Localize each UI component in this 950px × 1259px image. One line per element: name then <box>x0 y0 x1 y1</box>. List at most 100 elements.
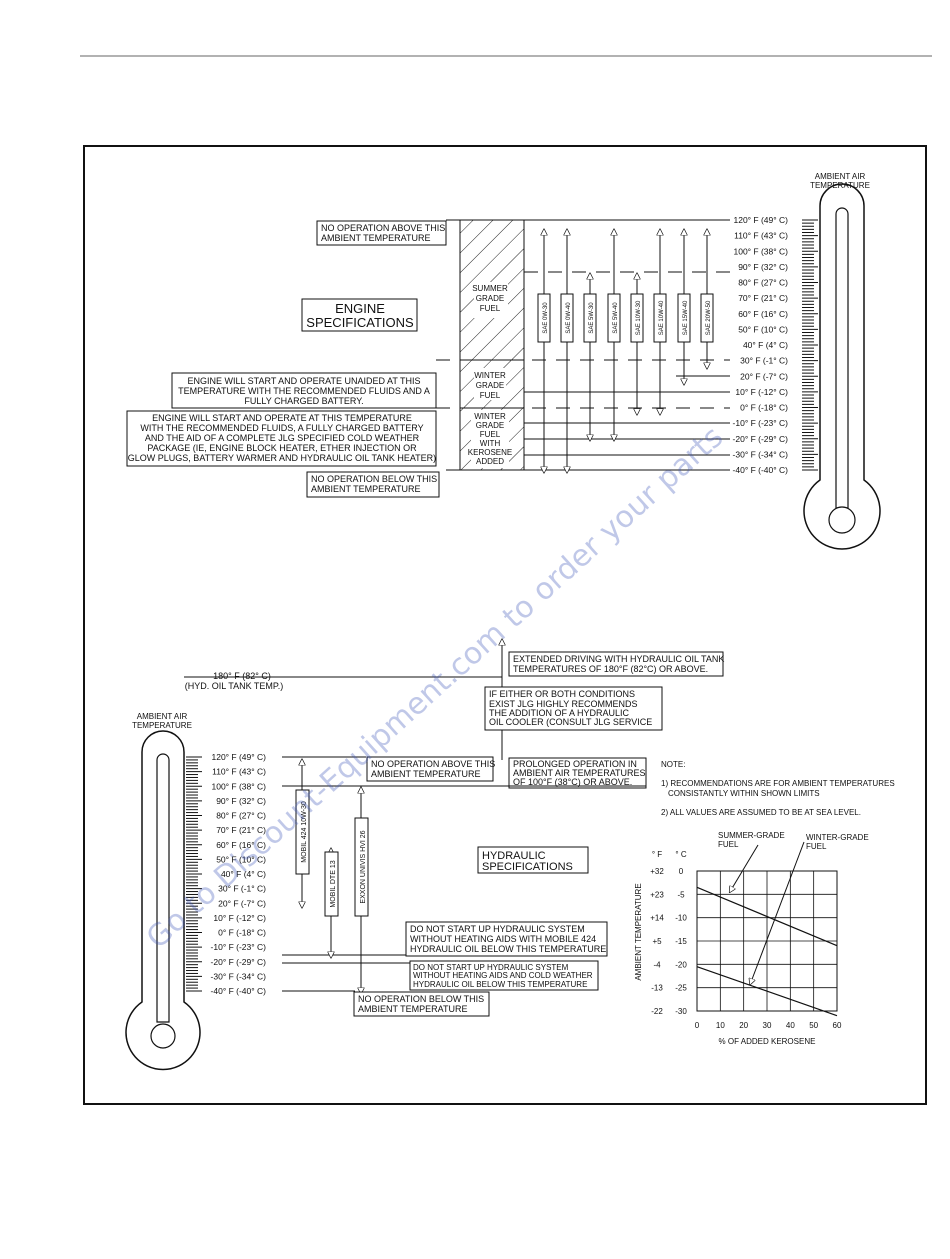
engine-title-2: SPECIFICATIONS <box>306 315 414 330</box>
chart-x-tick: 30 <box>763 1021 772 1030</box>
hyd-temp-label: 70° F (21° C) <box>216 825 266 835</box>
conditions-4: OIL COOLER (CONSULT JLG SERVICE <box>489 717 652 727</box>
engine-aided-1: ENGINE WILL START AND OPERATE AT THIS TE… <box>152 413 412 423</box>
hyd-temp-label: -10° F (-23° C) <box>211 942 267 952</box>
prolonged-2: AMBIENT AIR TEMPERATURES <box>513 768 646 778</box>
extended-2: TEMPERATURES OF 180°F (82°C) OR ABOVE. <box>513 664 708 674</box>
oil-label-0w30: SAE 0W-30 <box>543 302 549 334</box>
chart-x-tick: 40 <box>786 1021 795 1030</box>
hyd-temp-label: 80° F (27° C) <box>216 811 266 821</box>
no-start-cold-1: DO NOT START UP HYDRAULIC SYSTEM <box>413 963 569 972</box>
oil-label-0w40: SAE 0W-40 <box>566 302 572 334</box>
oil-range-15w40 <box>677 293 691 343</box>
hydraulic-section: AMBIENT AIR TEMPERATURE 120° F (49° C)11… <box>125 642 724 1071</box>
engine-temp-label: 80° F (27° C) <box>738 278 788 288</box>
chart-y-tick-c: -25 <box>675 984 687 993</box>
chart-y-tick-f: -4 <box>653 960 661 969</box>
hyd-temp-label: 90° F (32° C) <box>216 796 266 806</box>
oil-range-0w40 <box>560 293 574 343</box>
hyd-temp-label: 30° F (-1° C) <box>218 884 266 894</box>
thermometer-icon <box>803 183 881 550</box>
no-start-mobile-3: HYDRAULIC OIL BELOW THIS TEMPERATURE <box>410 944 606 954</box>
engine-ambient-label-1: AMBIENT AIR <box>815 172 866 181</box>
note-heading: NOTE: <box>661 760 685 769</box>
engine-unaided-1: ENGINE WILL START AND OPERATE UNAIDED AT… <box>187 376 420 386</box>
hyd-oil-label-dte13: MOBIL DTE 13 <box>330 860 337 907</box>
engine-no-op-below-1: NO OPERATION BELOW THIS <box>311 474 437 484</box>
engine-temp-label: 70° F (21° C) <box>738 293 788 303</box>
prolonged-box <box>508 757 647 789</box>
hyd-temp-labels: 120° F (49° C)110° F (43° C)100° F (38° … <box>211 752 267 996</box>
oil-range-0w30 <box>537 293 551 343</box>
hyd-temp-label: 110° F (43° C) <box>212 767 266 777</box>
engine-aided-4: PACKAGE (IE, ENGINE BLOCK HEATER, ETHER … <box>147 443 417 453</box>
summer-series-label-1: SUMMER-GRADE <box>718 831 785 840</box>
kerosene-fuel-label-bg <box>471 410 509 468</box>
engine-temp-label: 120° F (49° C) <box>733 215 788 225</box>
summer-fuel-label-bg <box>474 282 508 318</box>
note-1: 1) RECOMMENDATIONS ARE FOR AMBIENT TEMPE… <box>661 779 895 788</box>
oil-range-20w50 <box>700 293 714 343</box>
no-start-mobile-1: DO NOT START UP HYDRAULIC SYSTEM <box>410 924 585 934</box>
engine-aided-2: WITH THE RECOMMENDED FLUIDS, A FULLY CHA… <box>140 423 423 433</box>
note-2: 2) ALL VALUES ARE ASSUMED TO BE AT SEA L… <box>661 808 861 817</box>
summer-fuel-series-line <box>696 886 838 947</box>
note-1-cont: CONSISTANTLY WITHIN SHOWN LIMITS <box>668 789 820 798</box>
no-start-mobile-box <box>405 921 608 957</box>
conditions-1: IF EITHER OR BOTH CONDITIONS <box>489 689 635 699</box>
winter-fuel-2: GRADE <box>476 381 504 390</box>
conditions-box <box>484 686 663 731</box>
chart-x-tick: 60 <box>833 1021 842 1030</box>
engine-aided-5: GLOW PLUGS, BATTERY WARMER AND HYDRAULIC… <box>128 453 436 463</box>
engine-temp-label: -20° F (-29° C) <box>733 434 789 444</box>
winter-fuel-series-line <box>696 966 838 1017</box>
oil-range-5w40 <box>607 293 621 343</box>
chart-unit-f: ° F <box>652 850 662 859</box>
hyd-temp-label: 50° F (10° C) <box>216 854 266 864</box>
engine-temp-label: 60° F (16° C) <box>738 309 788 319</box>
engine-unaided-box <box>171 372 437 409</box>
summer-fuel-2: GRADE <box>476 294 504 303</box>
oil-label-20w50: SAE 20W-50 <box>706 300 712 335</box>
oil-label-5w30: SAE 5W-30 <box>589 302 595 334</box>
hyd-temp-label: 40° F (4° C) <box>221 869 266 879</box>
engine-unaided-2: TEMPERATURE WITH THE RECOMMENDED FLUIDS … <box>178 386 430 396</box>
chart-x-tick: 0 <box>695 1021 700 1030</box>
hyd-thermometer-icon <box>125 730 201 1071</box>
hyd-no-op-below-box <box>353 991 490 1017</box>
engine-temp-labels: 120° F (49° C) 110° F (43° C) 100° F (38° … <box>733 215 789 475</box>
chart-y-tick-c: -20 <box>675 960 687 969</box>
hyd-ambient-label-2: TEMPERATURE <box>132 721 192 730</box>
summer-fuel-3: FUEL <box>480 304 501 313</box>
engine-unaided-3: FULLY CHARGED BATTERY. <box>244 396 363 406</box>
winter-fuel-1: WINTER <box>474 371 506 380</box>
engine-temp-label: 100° F (38° C) <box>733 246 788 256</box>
hyd-temp-label: 10° F (-12° C) <box>213 913 266 923</box>
engine-temp-label: 20° F (-7° C) <box>740 371 788 381</box>
kerosene-fuel-6: ADDED <box>476 457 504 466</box>
engine-temp-label: 10° F (-12° C) <box>735 387 788 397</box>
engine-aided-3: AND THE AID OF A COMPLETE JLG SPECIFIED … <box>145 433 420 443</box>
chart-y-tick-f: -13 <box>651 984 663 993</box>
kerosene-fuel-4: WITH <box>480 439 501 448</box>
prolonged-1: PROLONGED OPERATION IN <box>513 759 637 769</box>
chart-y-tick-c: -5 <box>677 890 685 899</box>
winter-fuel-label-bg <box>474 368 506 400</box>
chart-y-tick-c: -15 <box>675 937 687 946</box>
chart-y-tick-f: +23 <box>650 890 664 899</box>
engine-temp-label: 110° F (43° C) <box>734 231 788 241</box>
engine-no-op-below-2: AMBIENT TEMPERATURE <box>311 484 421 494</box>
hyd-oil-label-exxon: EXXON UNIVIS HVI 26 <box>360 830 367 903</box>
chart-xlabel: % OF ADDED KEROSENE <box>719 1037 816 1046</box>
hyd-temp-label: 0° F (-18° C) <box>218 928 266 938</box>
kerosene-fuel-2: GRADE <box>476 421 504 430</box>
engine-section: AMBIENT AIR TEMPERATURE 120° F (49° C)11… <box>126 172 881 550</box>
chart-y-tick-c: -10 <box>675 914 687 923</box>
oil-range-bars: SAE 0W-30 SAE 0W-40 SAE 5W-30 SAE 5W-40 … <box>537 232 714 470</box>
oil-range-10w30 <box>630 293 644 343</box>
engine-temp-label: 50° F (10° C) <box>738 324 788 334</box>
hyd-scale-ticks <box>186 756 202 992</box>
